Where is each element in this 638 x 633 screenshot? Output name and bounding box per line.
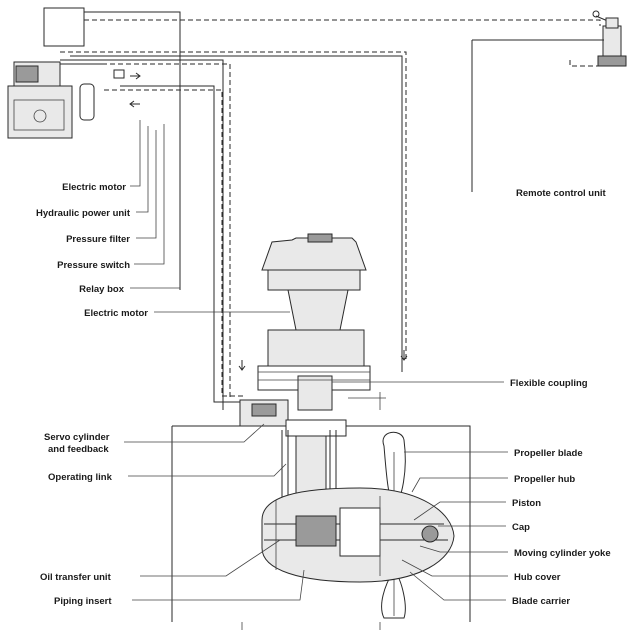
- label-electric-motor-main: Electric motor: [84, 308, 148, 319]
- label-hub-cover: Hub cover: [514, 572, 561, 583]
- leader-lines-right: [332, 381, 508, 601]
- label-electric-motor-top: Electric motor: [62, 182, 126, 193]
- label-operating-link: Operating link: [48, 472, 113, 483]
- flow-arrows: [129, 72, 408, 371]
- label-oil-transfer-unit: Oil transfer unit: [40, 572, 112, 583]
- shaft-column: [239, 392, 386, 500]
- label-moving-cylinder-yoke: Moving cylinder yoke: [514, 548, 611, 559]
- piping: [60, 11, 604, 410]
- label-hydraulic-power-unit: Hydraulic power unit: [36, 208, 131, 219]
- label-propeller-hub: Propeller hub: [514, 474, 575, 485]
- label-piston: Piston: [512, 498, 541, 509]
- label-pressure-switch: Pressure switch: [57, 260, 130, 271]
- label-servo-cylinder-line2: and feedback: [48, 444, 109, 455]
- hydraulic-power-unit-drawing: [7, 7, 125, 139]
- label-cap: Cap: [512, 522, 530, 533]
- label-propeller-blade: Propeller blade: [514, 448, 583, 459]
- propeller-blades: [381, 431, 406, 619]
- leader-lines-left: [124, 120, 305, 601]
- label-blade-carrier: Blade carrier: [512, 596, 570, 607]
- label-remote-control-unit: Remote control unit: [516, 188, 607, 199]
- right-labels: Remote control unit Flexible coupling Pr…: [510, 188, 611, 607]
- propeller-hub: [261, 487, 455, 583]
- remote-control-unit-drawing: [592, 10, 627, 67]
- label-flexible-coupling: Flexible coupling: [510, 378, 588, 389]
- label-pressure-filter: Pressure filter: [66, 234, 130, 245]
- label-piping-insert: Piping insert: [54, 596, 112, 607]
- label-relay-box: Relay box: [79, 284, 125, 295]
- left-labels: Electric motor Hydraulic power unit Pres…: [36, 182, 148, 607]
- main-electric-motor-drawing: [257, 233, 371, 411]
- label-servo-cylinder-line1: Servo cylinder: [44, 432, 110, 443]
